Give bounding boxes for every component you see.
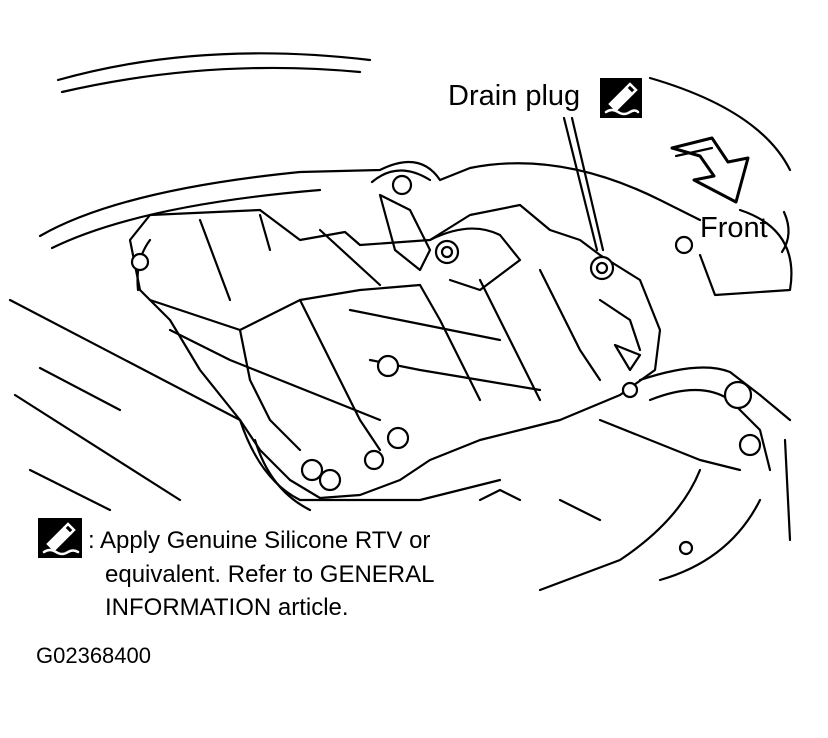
legend-line-2: equivalent. Refer to GENERAL	[105, 561, 435, 588]
drain-plug-label: Drain plug	[448, 80, 581, 112]
sealant-tube-icon	[600, 78, 642, 118]
legend-line-1: : Apply Genuine Silicone RTV or	[88, 527, 431, 554]
legend-line-3: INFORMATION article.	[105, 594, 349, 621]
sealant-tube-icon	[38, 518, 82, 558]
front-direction-label: Front	[700, 212, 768, 244]
figure-code: G02368400	[36, 643, 151, 668]
